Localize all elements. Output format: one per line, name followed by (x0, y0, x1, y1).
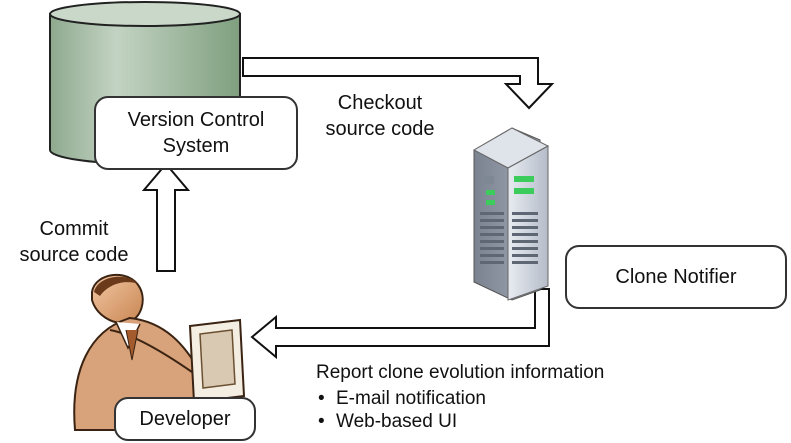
report-bullet-web-ui: Web-based UI (316, 410, 616, 433)
clone-notifier-label: Clone Notifier (615, 266, 737, 288)
commit-arrow (141, 162, 191, 272)
developer-label: Developer (139, 408, 231, 430)
report-title: Report clone evolution information (316, 362, 605, 383)
report-bullet-email: E-mail notification (316, 387, 616, 410)
commit-label-line-1: Commit (39, 218, 109, 240)
commit-label: Commit source code (4, 216, 144, 268)
checkout-arrow (242, 57, 555, 110)
checkout-label-line-1: Checkout (337, 92, 423, 114)
checkout-label: Checkout source code (315, 90, 445, 142)
developer-box: Developer (114, 397, 256, 441)
commit-label-line-2: source code (19, 244, 129, 266)
report-arrow (250, 288, 550, 360)
report-bullet-list: E-mail notification Web-based UI (316, 387, 616, 433)
checkout-label-line-2: source code (325, 118, 435, 140)
server-icon (472, 127, 550, 301)
version-control-system-box: Version Control System (94, 96, 298, 170)
clone-notifier-box: Clone Notifier (565, 245, 787, 309)
version-control-system-label: Version Control System (127, 109, 265, 157)
